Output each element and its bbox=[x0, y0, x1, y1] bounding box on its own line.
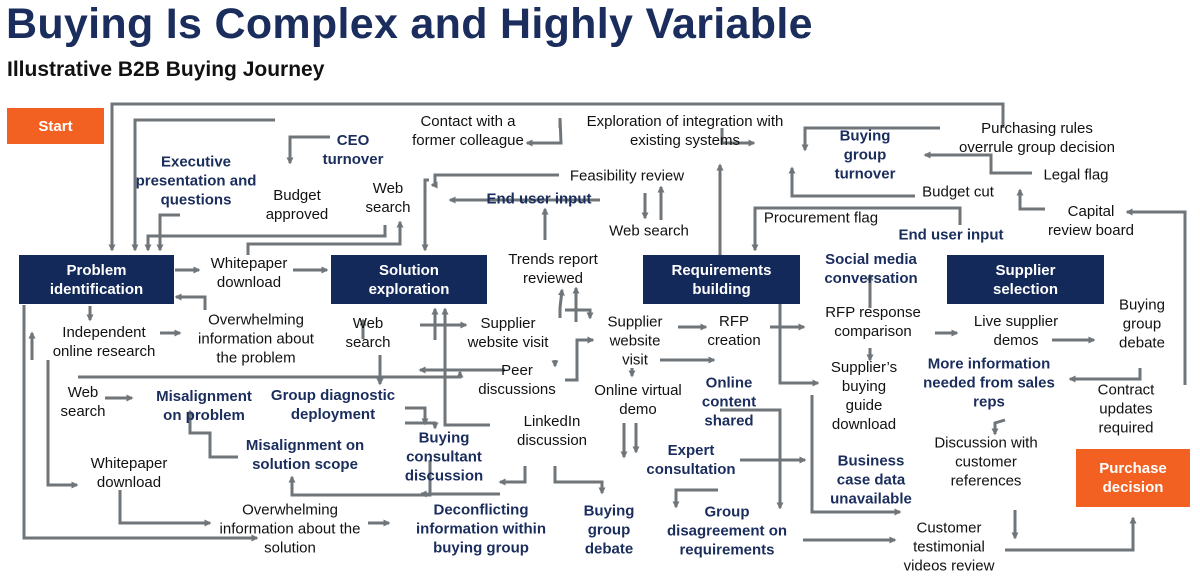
event-whitepaper-download-2: Whitepaper download bbox=[90, 455, 168, 491]
event-end-user-input-2: End user input bbox=[898, 226, 1004, 244]
event-social-media-conversation: Social media conversation bbox=[824, 251, 918, 287]
event-exploration-integration: Exploration of integration with existing… bbox=[586, 113, 784, 149]
event-live-supplier-demos: Live supplier demos bbox=[973, 313, 1059, 349]
event-discussion-customer-references: Discussion with customer references bbox=[934, 434, 1038, 490]
event-contact-former-colleague: Contact with a former colleague bbox=[412, 113, 524, 149]
event-more-information-sales-reps: More information needed from sales reps bbox=[923, 355, 1055, 411]
event-supplier-website-visit-1: Supplier website visit bbox=[467, 315, 549, 351]
event-supplier-website-visit-2: Supplier website visit bbox=[607, 313, 663, 369]
event-overwhelming-solution: Overwhelming information about the solut… bbox=[219, 501, 361, 557]
event-web-search-3: Web search bbox=[345, 315, 391, 351]
event-web-search-1: Web search bbox=[365, 180, 411, 216]
event-group-disagreement: Group disagreement on requirements bbox=[666, 503, 788, 559]
event-peer-discussions: Peer discussions bbox=[478, 362, 556, 398]
requirements-building-box: Requirements building bbox=[643, 255, 800, 304]
page-subtitle: Illustrative B2B Buying Journey bbox=[7, 58, 325, 81]
event-budget-approved: Budget approved bbox=[265, 187, 329, 223]
event-misalignment-problem: Misalignment on problem bbox=[156, 388, 252, 424]
solution-exploration-box: Solution exploration bbox=[331, 255, 487, 304]
start-box: Start bbox=[7, 108, 104, 144]
event-linkedin-discussion: LinkedIn discussion bbox=[516, 413, 588, 449]
event-online-content-shared: Online content shared bbox=[701, 374, 757, 430]
event-misalignment-solution-scope: Misalignment on solution scope bbox=[245, 437, 365, 473]
event-ceo-turnover: CEO turnover bbox=[322, 132, 384, 168]
event-business-case-data: Business case data unavailable bbox=[830, 452, 912, 508]
event-rfp-response-comparison: RFP response comparison bbox=[825, 304, 921, 340]
event-web-search-2: Web search bbox=[609, 222, 689, 240]
event-trends-report: Trends report reviewed bbox=[508, 251, 598, 287]
event-whitepaper-download-1: Whitepaper download bbox=[210, 255, 288, 291]
event-web-search-4: Web search bbox=[60, 384, 106, 420]
event-buying-group-debate-1: Buying group debate bbox=[1119, 296, 1165, 352]
purchase-decision-box: Purchase decision bbox=[1076, 449, 1190, 507]
event-group-diagnostic-deployment: Group diagnostic deployment bbox=[270, 387, 396, 423]
event-customer-testimonial: Customer testimonial videos review bbox=[903, 519, 995, 575]
event-buying-consultant-discussion: Buying consultant discussion bbox=[404, 429, 484, 485]
event-end-user-input-1: End user input bbox=[486, 190, 592, 208]
event-rfp-creation: RFP creation bbox=[707, 313, 761, 349]
event-buying-group-turnover: Buying group turnover bbox=[834, 127, 896, 183]
page-title: Buying Is Complex and Highly Variable bbox=[6, 0, 813, 48]
event-procurement-flag: Procurement flag bbox=[763, 209, 879, 227]
event-contract-updates: Contract updates required bbox=[1097, 381, 1155, 437]
event-buying-group-debate-2: Buying group debate bbox=[583, 502, 635, 558]
supplier-selection-box: Supplier selection bbox=[947, 255, 1104, 304]
event-feasibility-review: Feasibility review bbox=[569, 167, 685, 185]
event-deconflicting-information: Deconflicting information within buying … bbox=[416, 501, 546, 557]
event-capital-review-board: Capital review board bbox=[1048, 203, 1134, 239]
event-budget-cut: Budget cut bbox=[922, 183, 994, 201]
event-overwhelming-problem: Overwhelming information about the probl… bbox=[198, 311, 314, 367]
problem-identification-box: Problem identification bbox=[19, 255, 174, 304]
event-suppliers-buying-guide: Supplier’s buying guide download bbox=[830, 359, 898, 433]
event-independent-online-research: Independent online research bbox=[52, 324, 156, 360]
event-expert-consultation: Expert consultation bbox=[646, 442, 736, 478]
event-executive-presentation: Executive presentation and questions bbox=[135, 153, 257, 209]
event-online-virtual-demo: Online virtual demo bbox=[594, 382, 682, 418]
event-purchasing-rules: Purchasing rules overrule group decision bbox=[959, 120, 1115, 156]
event-legal-flag: Legal flag bbox=[1043, 166, 1109, 184]
